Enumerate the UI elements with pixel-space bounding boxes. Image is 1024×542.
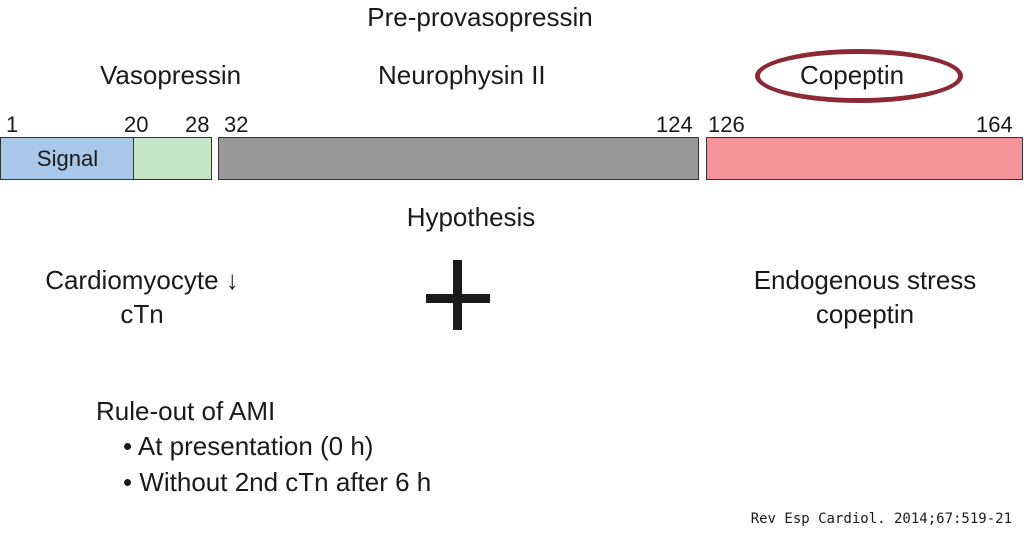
hypothesis-right: Endogenous stress copeptin [712,263,1018,331]
cardiomyocyte-text: Cardiomyocyte ↓ [45,265,239,295]
ruleout-title: Rule-out of AMI [96,396,276,426]
copeptin-text: copeptin [815,299,915,329]
position-164: 164 [976,112,1013,137]
ruleout-bullet: • Without 2nd cTn after 6 h [123,467,432,497]
neurophysin-segment [218,137,699,180]
neurophysin-label: Neurophysin II [378,60,546,90]
position-124: 124 [656,112,693,137]
signal-label: Signal [36,145,99,171]
copeptin-highlight-ellipse [755,49,963,103]
diagram-title: Pre-provasopressin [367,2,593,32]
signal-segment: Signal [0,137,135,180]
vasopressin-segment [133,137,212,180]
position-28: 28 [185,112,210,137]
plus-icon-bar [426,294,490,303]
citation: Rev Esp Cardiol. 2014;67:519-21 [750,511,1012,527]
hypothesis-title: Hypothesis [406,202,536,232]
ctn-text: cTn [120,299,164,329]
hypothesis-left: Cardiomyocyte ↓ cTn [10,263,274,331]
endogenous-stress-text: Endogenous stress [753,265,977,295]
vasopressin-label: Vasopressin [100,60,242,90]
ruleout-bullet: • At presentation (0 h) [123,431,374,461]
position-20: 20 [124,112,149,137]
position-1: 1 [6,112,19,137]
copeptin-segment [706,137,1023,180]
position-32: 32 [224,112,249,137]
position-126: 126 [708,112,745,137]
